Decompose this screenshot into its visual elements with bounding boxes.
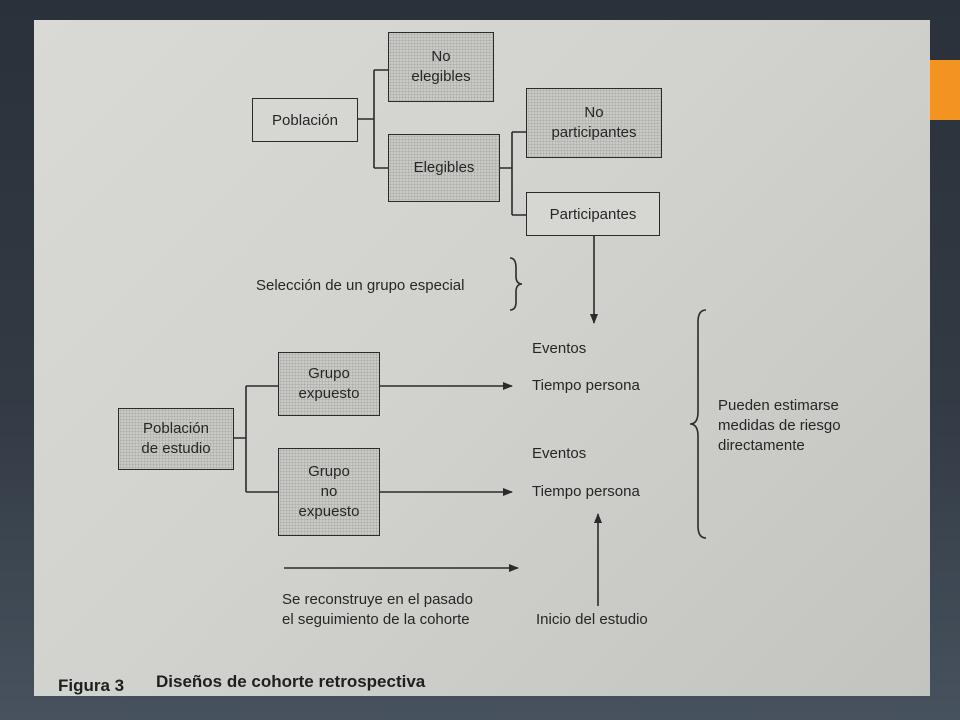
poblacion-box: Población — [252, 98, 358, 142]
grupo-no-expuesto-label: Grupo no expuesto — [298, 463, 360, 520]
tiempo-persona-label-1: Tiempo persona — [532, 377, 640, 394]
pueden-estimarse-label: Pueden estimarse medidas de riesgo direc… — [718, 397, 841, 454]
no-participantes-box: No participantes — [526, 88, 662, 158]
no-participantes-label: No participantes — [551, 104, 637, 141]
elegibles-box: Elegibles — [388, 134, 500, 202]
figure-caption-number: Figura 3 — [58, 676, 125, 695]
no-elegibles-label: No elegibles — [411, 48, 471, 85]
poblacion-estudio-label: Población de estudio — [141, 420, 211, 457]
reconstruye-label: Se reconstruye en el pasado el seguimien… — [282, 591, 473, 628]
figure-caption-title: Diseños de cohorte retrospectiva — [156, 672, 426, 691]
orange-accent-bar — [930, 60, 960, 120]
seleccion-label: Selección de un grupo especial — [256, 277, 465, 294]
eventos-label-1: Eventos — [532, 340, 587, 357]
tiempo-persona-label-2: Tiempo persona — [532, 483, 640, 500]
participantes-box: Participantes — [526, 192, 660, 236]
grupo-expuesto-box: Grupo expuesto — [278, 352, 380, 416]
inicio-estudio-label: Inicio del estudio — [536, 611, 648, 628]
poblacion-label: Población — [272, 111, 338, 129]
participantes-label: Participantes — [549, 205, 637, 223]
connector-lines — [234, 69, 707, 606]
grupo-no-expuesto-box: Grupo no expuesto — [278, 448, 380, 536]
figure-photo: Población No elegibles Elegibles No part… — [34, 20, 930, 696]
no-elegibles-box: No elegibles — [388, 32, 494, 102]
poblacion-estudio-box: Población de estudio — [118, 408, 234, 470]
grupo-expuesto-label: Grupo expuesto — [298, 365, 360, 402]
eventos-label-2: Eventos — [532, 445, 587, 462]
elegibles-label: Elegibles — [413, 159, 475, 176]
